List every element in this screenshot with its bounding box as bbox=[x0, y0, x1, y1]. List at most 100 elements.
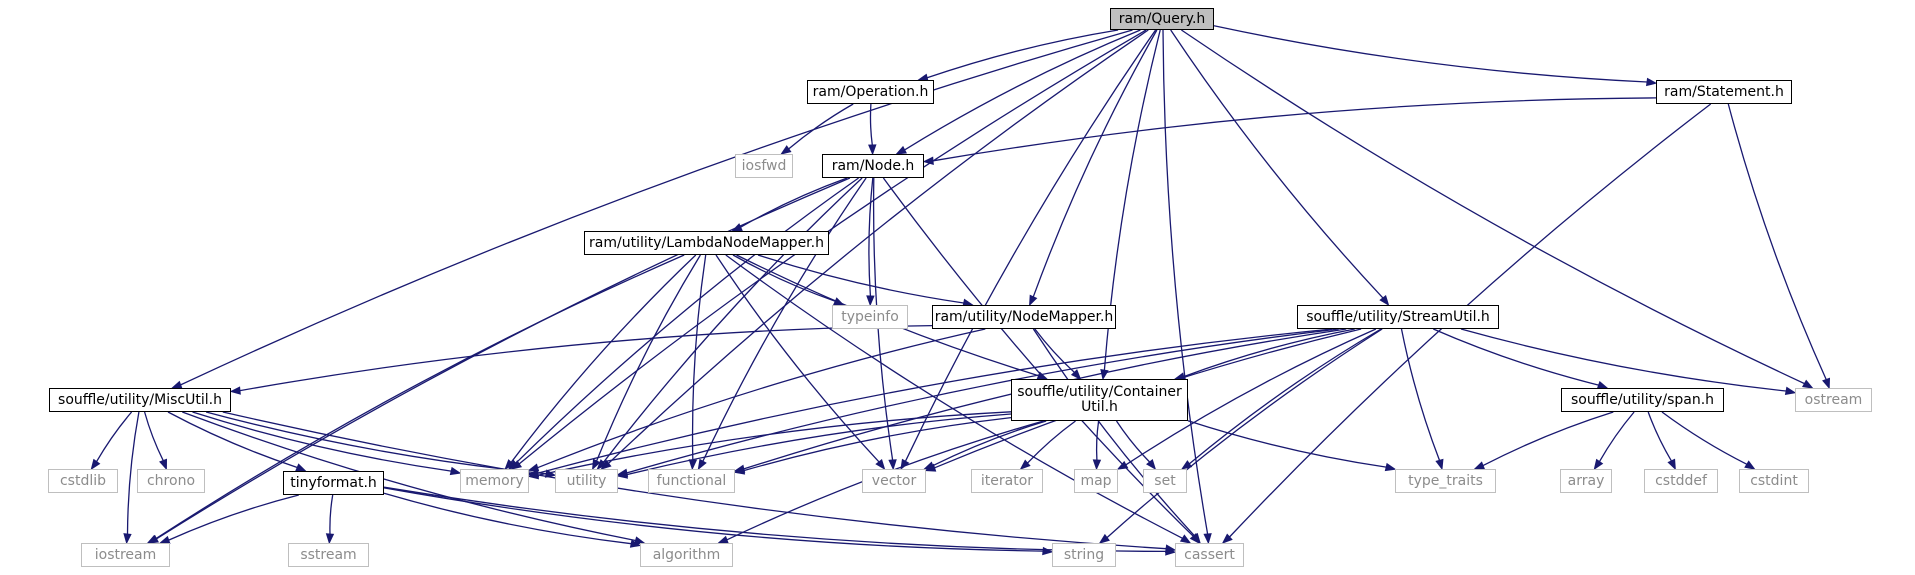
edge-streamutil-string bbox=[1106, 328, 1383, 539]
arrowhead-span-array bbox=[1593, 458, 1604, 471]
arrowhead-query-statement bbox=[1646, 77, 1658, 87]
node-iosfwd: iosfwd bbox=[735, 154, 793, 178]
arrowhead-query-node bbox=[895, 145, 907, 155]
edge-tinyformat-cassert bbox=[383, 486, 1167, 553]
edge-containerutil-iterator bbox=[1027, 420, 1076, 464]
edge-miscutil-chrono bbox=[143, 411, 164, 461]
arrowhead-span-cstdint bbox=[1744, 460, 1756, 470]
arrowhead-lambdamapper-cassert bbox=[1179, 534, 1192, 544]
node-string: string bbox=[1052, 543, 1116, 567]
node-miscutil[interactable]: souffle/utility/MiscUtil.h bbox=[49, 388, 231, 412]
arrowhead-lambdamapper-functional bbox=[688, 459, 698, 471]
node-cstdlib: cstdlib bbox=[48, 469, 118, 493]
arrowhead-query-ostream bbox=[1802, 379, 1814, 389]
node-span[interactable]: souffle/utility/span.h bbox=[1561, 388, 1724, 412]
node-typeinfo: typeinfo bbox=[832, 305, 908, 329]
arrowhead-lambdamapper-memory bbox=[504, 459, 515, 471]
edge-tinyformat-sstream bbox=[329, 494, 334, 535]
node-nodemapper[interactable]: ram/utility/NodeMapper.h bbox=[932, 305, 1116, 329]
edge-containerutil-vector bbox=[932, 420, 1047, 467]
arrowhead-operation-node bbox=[868, 144, 877, 156]
edge-miscutil-algorithm bbox=[182, 411, 636, 542]
node-set: set bbox=[1143, 469, 1187, 493]
arrowhead-miscutil-cstdlib bbox=[90, 458, 101, 471]
arrowhead-tinyformat-cassert bbox=[1165, 547, 1177, 556]
edge-streamutil-utility bbox=[626, 328, 1339, 474]
edge-tinyformat-iostream bbox=[168, 494, 299, 541]
node-array: array bbox=[1560, 469, 1612, 493]
arrowhead-tinyformat-sstream bbox=[325, 533, 335, 545]
edge-containerutil-set bbox=[1115, 420, 1151, 463]
edge-streamutil-set bbox=[1188, 328, 1382, 465]
edge-miscutil-iostream bbox=[126, 411, 140, 535]
edge-query-ostream bbox=[1181, 29, 1805, 385]
node-map: map bbox=[1074, 469, 1118, 493]
edge-containerutil-type_traits bbox=[1187, 420, 1387, 468]
edge-node-iostream bbox=[156, 177, 851, 540]
arrowhead-statement-cassert bbox=[1221, 533, 1233, 544]
edge-statement-node bbox=[932, 97, 1657, 162]
arrowhead-span-cstddef bbox=[1667, 458, 1676, 471]
node-cstddef: cstddef bbox=[1644, 469, 1718, 493]
node-vector: vector bbox=[862, 469, 926, 493]
edge-tinyformat-string bbox=[383, 487, 1044, 552]
edge-containerutil-utility bbox=[626, 413, 1012, 476]
node-lambdamapper[interactable]: ram/utility/LambdaNodeMapper.h bbox=[584, 231, 829, 255]
node-chrono: chrono bbox=[137, 469, 205, 493]
arrowhead-nodemapper-cassert bbox=[1191, 532, 1201, 545]
edge-lambdamapper-nodemapper bbox=[757, 254, 964, 304]
arrowhead-lambdamapper-iostream bbox=[146, 534, 159, 544]
arrowhead-node-functional bbox=[697, 458, 707, 471]
node-algorithm: algorithm bbox=[640, 543, 733, 567]
edge-node-typeinfo bbox=[868, 177, 874, 297]
edge-span-cstdint bbox=[1661, 411, 1748, 465]
arrowhead-containerutil-vector bbox=[923, 461, 935, 470]
arrowhead-containerutil-set bbox=[1146, 458, 1157, 471]
edge-query-node bbox=[904, 29, 1141, 151]
arrowhead-nodemapper-memory bbox=[527, 463, 540, 472]
node-memory: memory bbox=[460, 469, 529, 493]
node-cassert: cassert bbox=[1175, 543, 1244, 567]
edge-nodemapper-miscutil bbox=[239, 324, 933, 392]
edge-containerutil-functional bbox=[743, 416, 1012, 472]
node-iterator: iterator bbox=[971, 469, 1043, 493]
arrowhead-miscutil-memory bbox=[449, 466, 462, 476]
arrowhead-miscutil-tinyformat bbox=[295, 463, 307, 472]
edge-span-array bbox=[1598, 411, 1635, 462]
edge-query-miscutil bbox=[180, 29, 1133, 386]
edge-streamutil-memory bbox=[537, 328, 1332, 474]
node-tinyformat[interactable]: tinyformat.h bbox=[283, 471, 384, 495]
edge-node-utility bbox=[602, 177, 863, 463]
edge-streamutil-containerutil bbox=[1183, 328, 1355, 378]
arrowhead-miscutil-algorithm bbox=[633, 536, 646, 545]
edge-containerutil-memory bbox=[537, 411, 1012, 476]
node-operation[interactable]: ram/Operation.h bbox=[807, 80, 934, 104]
edge-streamutil-span bbox=[1433, 328, 1599, 386]
edge-statement-ostream bbox=[1727, 103, 1827, 380]
node-utility: utility bbox=[555, 469, 618, 493]
edge-nodemapper-memory bbox=[537, 328, 986, 469]
edge-lambdamapper-functional bbox=[691, 254, 707, 461]
arrowhead-tinyformat-string bbox=[1042, 546, 1054, 556]
node-ostream: ostream bbox=[1795, 388, 1872, 412]
node-statement[interactable]: ram/Statement.h bbox=[1656, 80, 1792, 104]
arrowhead-span-type_traits bbox=[1473, 461, 1486, 470]
edge-streamutil-type_traits bbox=[1400, 328, 1441, 461]
edge-query-nodemapper bbox=[1032, 29, 1158, 298]
arrowhead-streamutil-ostream bbox=[1784, 386, 1797, 396]
node-type_traits: type_traits bbox=[1395, 469, 1496, 493]
arrowhead-miscutil-iostream bbox=[123, 533, 132, 545]
node-streamutil[interactable]: souffle/utility/StreamUtil.h bbox=[1297, 305, 1499, 329]
node-node[interactable]: ram/Node.h bbox=[822, 154, 924, 178]
edge-streamutil-map bbox=[1125, 328, 1377, 466]
edge-operation-node bbox=[869, 103, 873, 146]
node-sstream: sstream bbox=[288, 543, 369, 567]
node-containerutil[interactable]: souffle/utility/Container Util.h bbox=[1011, 379, 1188, 421]
edge-nodemapper-cassert bbox=[1032, 328, 1196, 537]
arrowhead-operation-iosfwd bbox=[780, 145, 792, 155]
arrowhead-nodemapper-miscutil bbox=[229, 386, 241, 395]
node-query: ram/Query.h bbox=[1110, 8, 1214, 30]
edge-lambdamapper-memory bbox=[510, 254, 697, 463]
arrowhead-streamutil-type_traits bbox=[1435, 458, 1444, 471]
edge-lambdamapper-utility bbox=[595, 254, 701, 462]
